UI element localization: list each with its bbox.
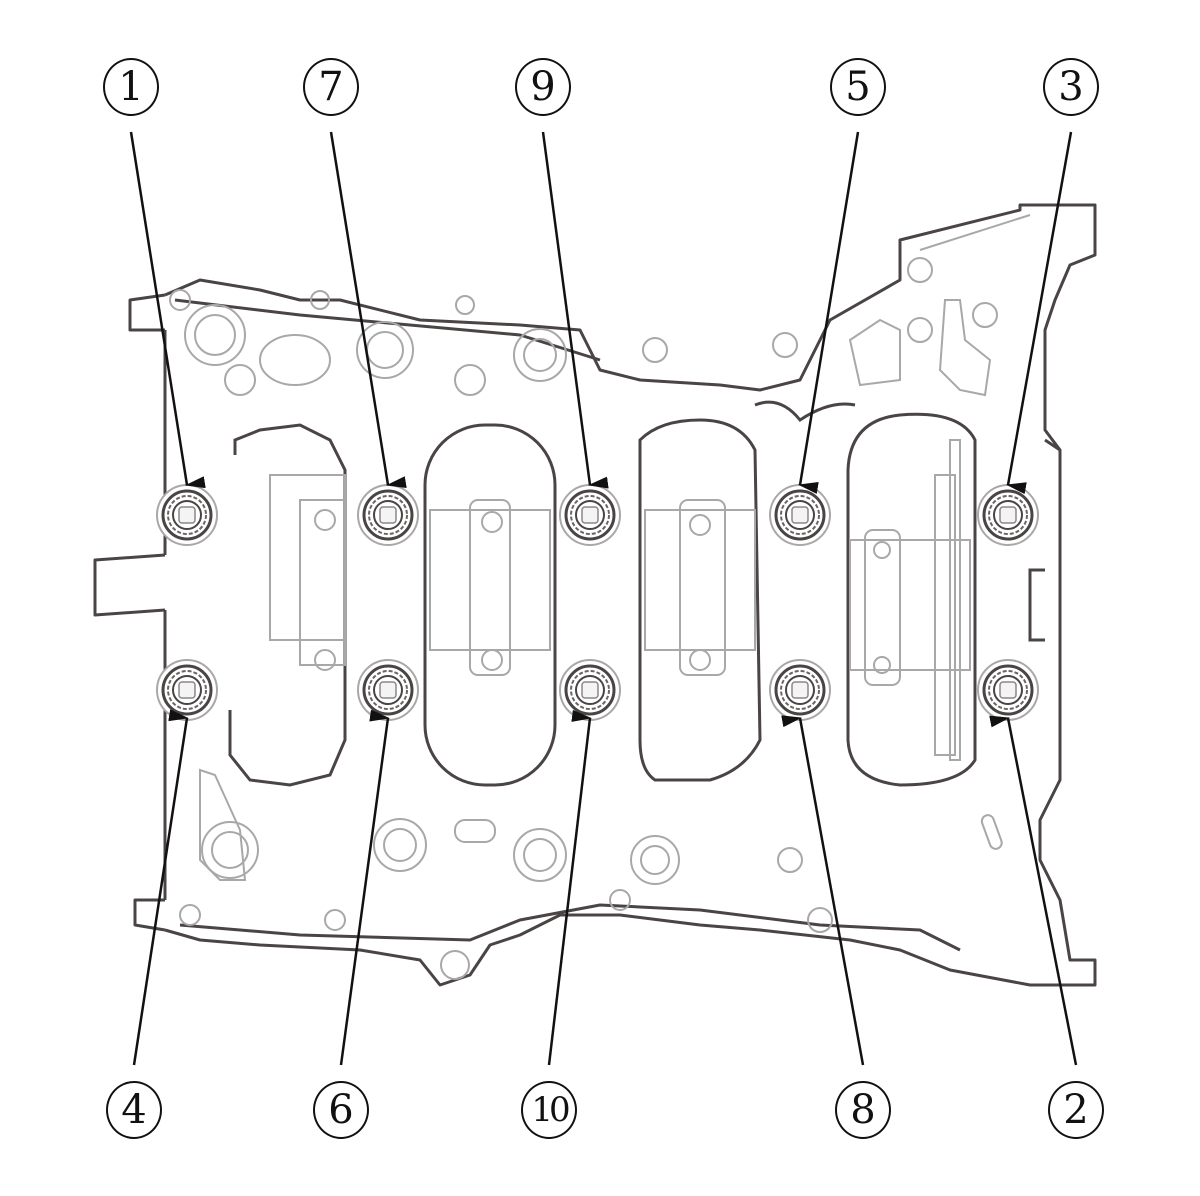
leader-line-4 xyxy=(132,709,189,1066)
leader-line-1 xyxy=(129,131,206,489)
leader-line-9 xyxy=(541,131,609,489)
callout-7: 7 xyxy=(303,58,359,116)
callout-9: 9 xyxy=(515,58,571,116)
bolt-8 xyxy=(768,658,832,722)
block-outline xyxy=(93,203,1097,987)
bolt-9 xyxy=(558,483,622,547)
crank-journals xyxy=(269,439,971,761)
callout-1: 1 xyxy=(103,58,159,116)
bolt-5 xyxy=(768,483,832,547)
leader-line-3 xyxy=(1006,131,1073,495)
bolt-1 xyxy=(155,483,219,547)
bolt-3 xyxy=(976,483,1040,547)
leader-line-6 xyxy=(339,709,390,1066)
leader-line-5 xyxy=(798,131,860,494)
block-details xyxy=(169,214,1031,980)
callout-2: 2 xyxy=(1048,1081,1104,1139)
callout-4: 4 xyxy=(106,1081,162,1139)
bolt-10 xyxy=(558,658,622,722)
callout-8: 8 xyxy=(835,1081,891,1139)
leader-line-7 xyxy=(329,131,407,489)
leader-lines xyxy=(129,131,1078,1066)
callout-6: 6 xyxy=(313,1081,369,1139)
callout-3: 3 xyxy=(1043,58,1099,116)
leader-line-2 xyxy=(989,715,1078,1066)
callout-5: 5 xyxy=(830,58,886,116)
bolts xyxy=(155,483,1040,722)
bolt-2 xyxy=(976,658,1040,722)
bolt-7 xyxy=(356,483,420,547)
bolt-6 xyxy=(356,658,420,722)
leader-line-10 xyxy=(547,709,592,1066)
callout-10: 10 xyxy=(521,1081,577,1139)
leader-line-8 xyxy=(781,715,865,1066)
bolt-4 xyxy=(155,658,219,722)
bearing-webs xyxy=(228,400,1045,787)
